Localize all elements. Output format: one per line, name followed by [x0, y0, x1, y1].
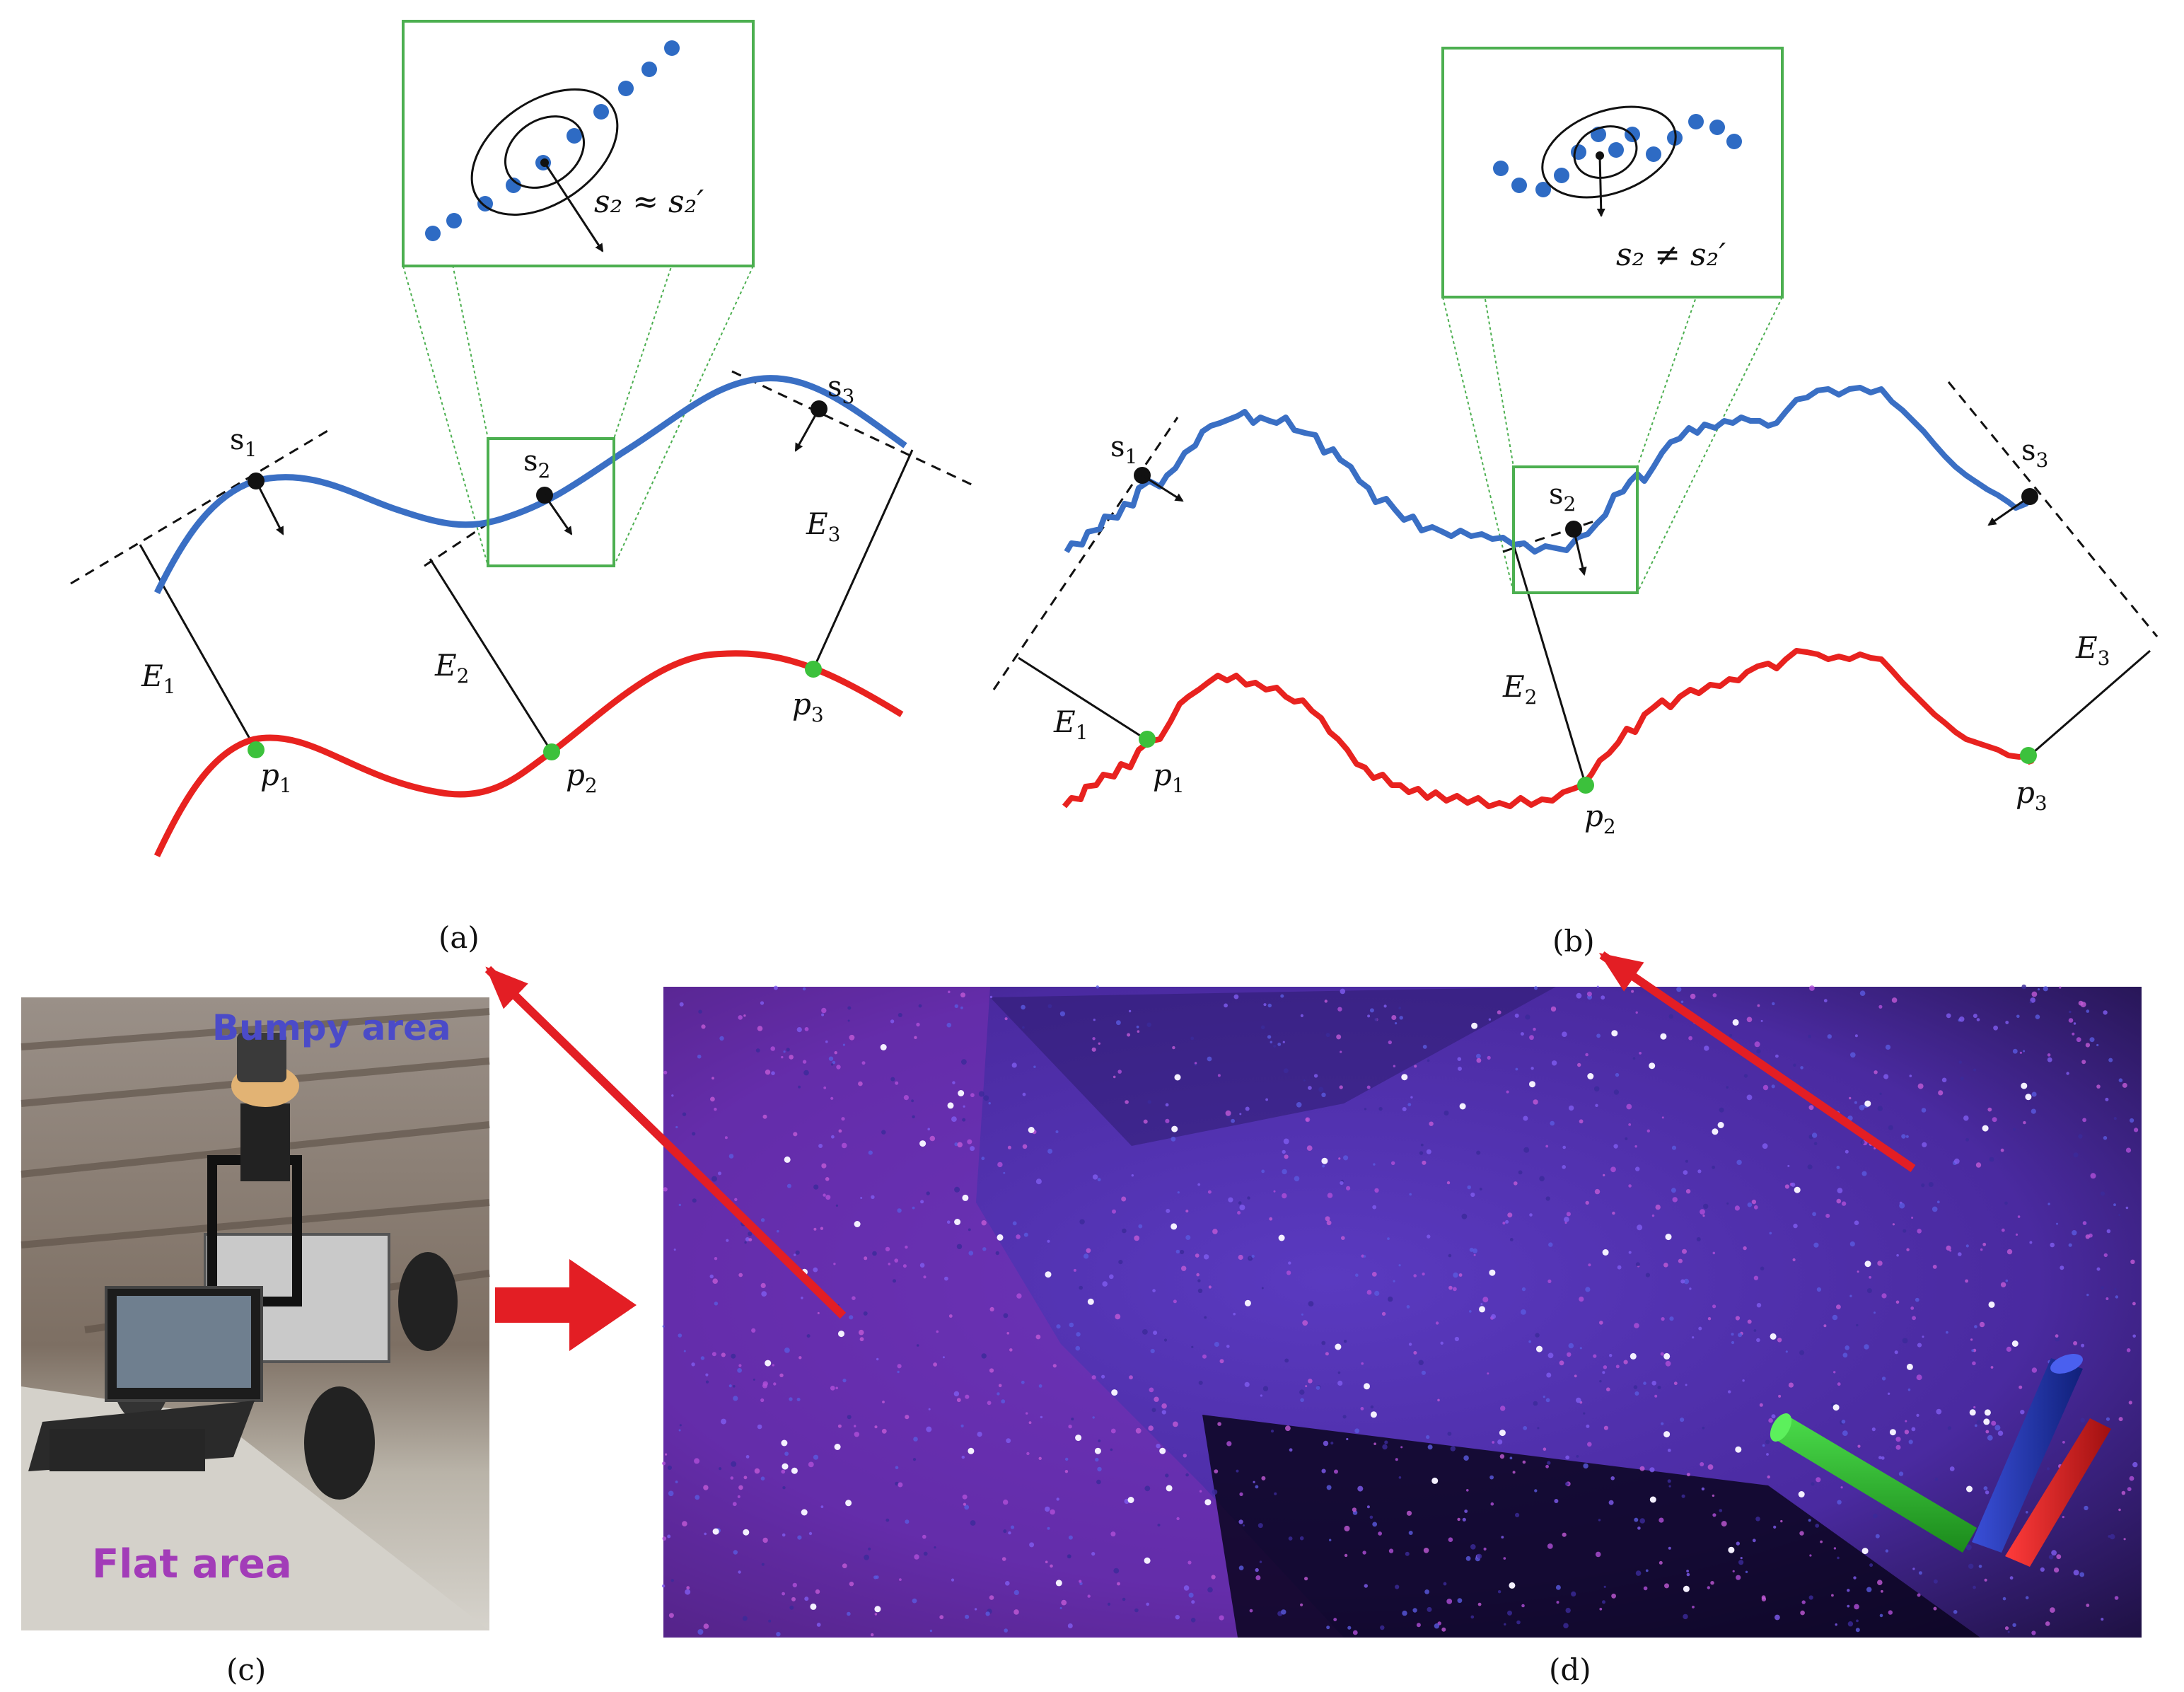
panel-d: (d)	[661, 984, 2142, 1687]
label-e2-b: E2	[1502, 669, 1538, 709]
label-s1-a: s1	[230, 424, 257, 461]
label-s1-b: s1	[1110, 431, 1137, 468]
label-p3-a: p3	[792, 687, 824, 726]
label-p2-b: p2	[1584, 799, 1616, 838]
zoom-box	[402, 20, 755, 267]
zoom-box-b	[1441, 47, 1784, 299]
label-s3-b: s3	[2021, 434, 2048, 472]
arrow-icon	[543, 162, 604, 253]
label-e2-a: E2	[434, 648, 470, 688]
label-p1-a: p1	[260, 758, 292, 797]
point-curve-b	[1062, 648, 2034, 809]
covariance-ellipses	[470, 88, 619, 216]
panel-c: Bumpy area Flat area (c)	[21, 997, 490, 1687]
covariance-ellipses-b	[1541, 105, 1677, 199]
label-p2-a: p2	[566, 758, 598, 797]
caption-a: (a)	[438, 920, 480, 955]
label-p1-b: p1	[1153, 758, 1185, 797]
zoom-projection-lines	[402, 21, 754, 567]
caption-d: (d)	[1549, 1652, 1591, 1687]
edges-b	[1018, 544, 2151, 786]
zoom-relation-b: s₂ ≠ s₂′	[1616, 237, 1726, 273]
point-curve-a	[153, 650, 904, 857]
zoom-region-a	[487, 437, 615, 567]
surface-points-b	[1134, 467, 2038, 538]
zoom-relation-a: s₂ ≈ s₂′	[594, 184, 704, 220]
panel-a: s₂ ≈ s₂′ s1	[70, 20, 977, 955]
surface-curve-a	[153, 375, 907, 594]
bumpy-area-label: Bumpy area	[212, 1007, 451, 1048]
pointer-arrow-to-a	[484, 966, 847, 1319]
label-e3-b: E3	[2075, 630, 2110, 670]
point-cloud-dots	[661, 984, 2139, 1637]
panel-b: s₂ ≠ s₂′ s1 s2 s3 E1 E2	[992, 47, 2159, 958]
point-cloud-regions	[663, 987, 1980, 1638]
surface-normals-b	[1142, 474, 2031, 576]
edges-a	[139, 449, 914, 753]
tangent-lines-b	[992, 381, 2159, 690]
label-e3-a: E3	[806, 506, 841, 546]
label-e1-a: E1	[141, 659, 176, 698]
tangent-lines-a	[70, 370, 977, 585]
caption-b: (b)	[1552, 924, 1595, 958]
label-e1-b: E1	[1053, 705, 1088, 744]
robot	[28, 1033, 458, 1500]
points-a	[248, 661, 822, 760]
xyz-axis-icon	[1770, 1354, 2111, 1567]
flat-area-label: Flat area	[92, 1541, 292, 1587]
surface-curve-b	[1064, 385, 2036, 555]
surface-normals-a	[255, 408, 820, 535]
label-p3-b: p3	[2016, 775, 2047, 815]
arrow-icon-b	[1596, 155, 1605, 217]
caption-c: (c)	[226, 1652, 266, 1687]
arrow-c-to-d	[495, 1259, 637, 1351]
zoom-region-b	[1512, 465, 1639, 594]
label-s2-a: s2	[523, 445, 550, 482]
label-s2-b: s2	[1549, 478, 1576, 516]
label-s3-a: s3	[827, 371, 854, 408]
points-b	[1139, 731, 2037, 794]
pointer-arrow-to-b	[1598, 951, 1916, 1172]
